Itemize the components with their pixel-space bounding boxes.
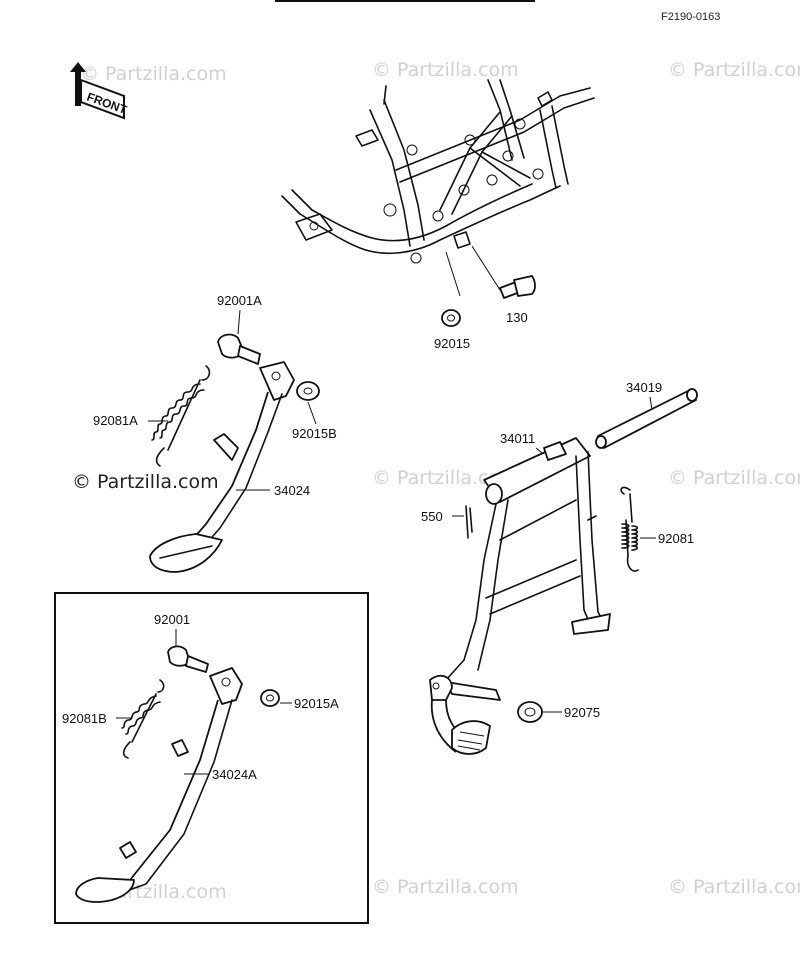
callout-550: 550 (421, 509, 443, 524)
part-34024A-sidestand (75, 667, 243, 903)
callout-34011: 34011 (500, 431, 535, 446)
watermark: © Partzilla.com (668, 876, 800, 898)
watermark: © Partzilla.com (372, 467, 519, 489)
watermark: © Partzilla.com (668, 467, 800, 489)
part-92081B-spring (121, 679, 165, 759)
callout-34024A: 34024A (212, 767, 257, 782)
callout-34019: 34019 (626, 380, 662, 395)
watermark: © Partzilla.com (80, 63, 227, 85)
part-92015A-bush (260, 689, 280, 707)
part-34024-sidestand (149, 361, 295, 573)
part-34019-shaft (595, 388, 698, 449)
callout-92015A: 92015A (294, 696, 339, 711)
part-34011-centerstand (429, 437, 611, 755)
front-arrow-icon: FRONT (70, 62, 129, 120)
part-92081-spring (620, 486, 639, 572)
callout-92081B: 92081B (62, 711, 107, 726)
callout-92001A: 92001A (217, 293, 262, 308)
callout-92081A: 92081A (93, 413, 138, 428)
callout-34024: 34024 (274, 483, 310, 498)
callout-92075: 92075 (564, 705, 600, 720)
watermark: © Partzilla.com (372, 876, 519, 898)
watermark: © Partzilla.com (372, 59, 519, 81)
callout-92015B: 92015B (292, 426, 337, 441)
part-92015B-bush (296, 381, 320, 401)
callout-92081: 92081 (658, 531, 694, 546)
part-92001-bolt (167, 645, 209, 673)
callout-130: 130 (506, 310, 528, 325)
part-92081A-spring (151, 365, 211, 467)
part-130-bolt (499, 275, 536, 299)
frame-illustration (281, 79, 595, 297)
callout-92001: 92001 (154, 612, 190, 627)
watermark-main: © Partzilla.com (72, 471, 219, 493)
part-92001A-bolt (217, 333, 261, 365)
part-92075-bush (517, 701, 543, 723)
callout-92015: 92015 (434, 336, 470, 351)
watermark: © Partzilla.com (668, 59, 800, 81)
part-92015-nut (441, 309, 461, 327)
diagram-code: F2190-0163 (661, 11, 720, 23)
alternate-parts-box (54, 592, 369, 924)
part-550-pin (465, 505, 473, 539)
